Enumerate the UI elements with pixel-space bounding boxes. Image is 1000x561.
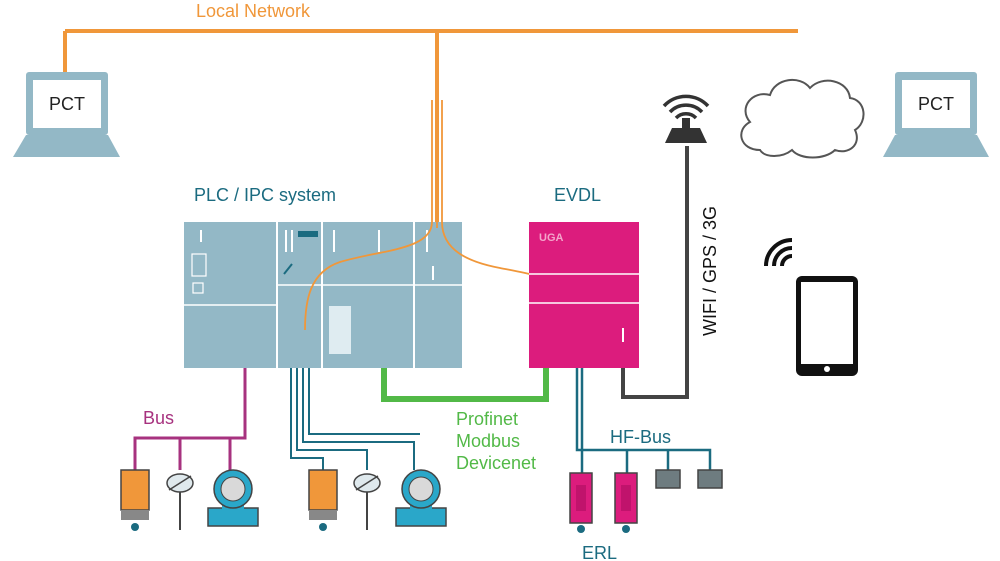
bus-label: Bus	[143, 408, 174, 428]
erl-logger-2	[614, 472, 638, 533]
hf-bus-line	[575, 368, 712, 473]
hf-module-2	[697, 469, 723, 489]
wireless-label: WIFI / GPS / 3G	[700, 206, 720, 336]
flowmeter-1	[207, 469, 259, 527]
flowmeter-2	[395, 469, 447, 527]
local-network-label: Local Network	[196, 1, 311, 21]
fieldbus-label-modbus: Modbus	[456, 431, 520, 451]
fieldbus-label-devicenet: Devicenet	[456, 453, 536, 473]
evdl-logo: UGA	[539, 232, 564, 244]
plc-rack	[184, 222, 462, 368]
plc-system-label: PLC / IPC system	[194, 185, 336, 205]
erl-label: ERL	[582, 543, 617, 561]
laptop-right-icon	[883, 72, 989, 157]
laptop-left-icon	[13, 72, 120, 157]
profinet-link	[381, 368, 549, 402]
fieldbus-label-profinet: Profinet	[456, 409, 518, 429]
valve-2	[353, 473, 381, 530]
tablet-icon	[796, 276, 858, 376]
valve-1	[166, 473, 194, 530]
hf-module-1	[655, 469, 681, 489]
erl-logger-1	[569, 472, 593, 533]
bus-line	[133, 368, 247, 470]
sensor-orange-1	[120, 469, 150, 531]
cloud-icon	[740, 79, 865, 159]
evdl-label: EVDL	[554, 185, 601, 205]
antenna-icon	[662, 94, 710, 143]
hf-bus-label: HF-Bus	[610, 427, 671, 447]
pct-right-label: PCT	[918, 94, 954, 114]
tablet-wifi-icon	[764, 238, 793, 267]
wireless-cable	[621, 146, 689, 399]
evdl-device	[529, 222, 639, 368]
pct-left-label: PCT	[49, 94, 85, 114]
plc-io-cables	[290, 368, 420, 470]
sensor-orange-2	[308, 469, 338, 531]
